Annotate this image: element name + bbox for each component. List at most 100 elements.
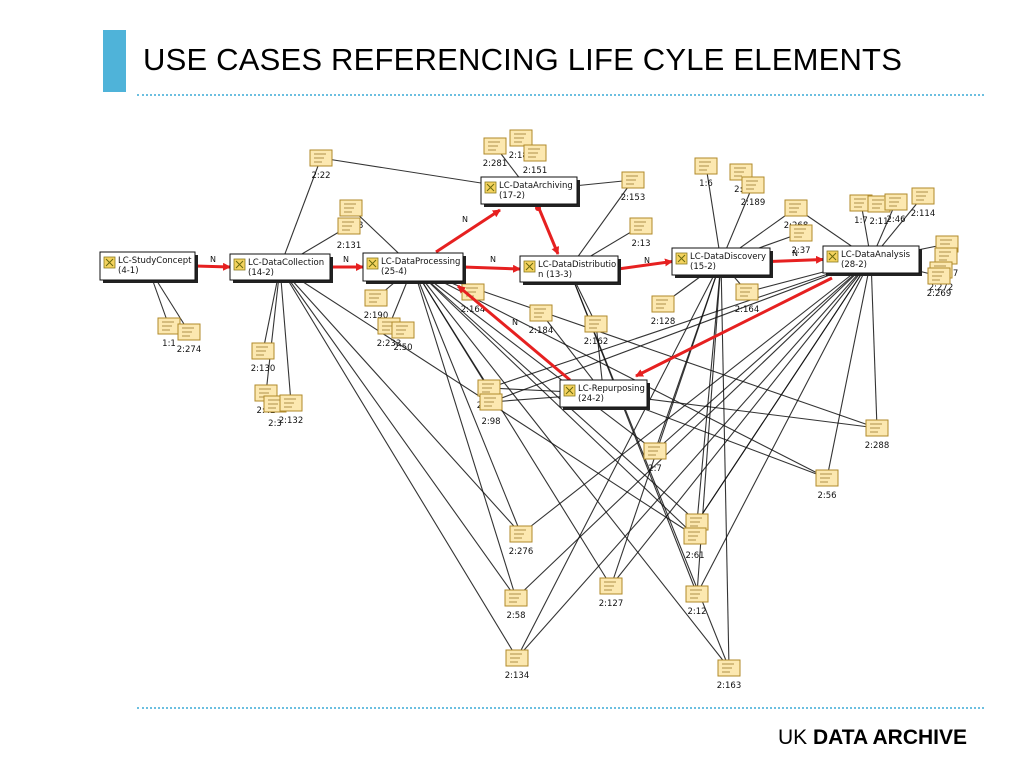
quotation-label: 1:7 bbox=[854, 216, 868, 226]
quotation-label: 2:22 bbox=[311, 171, 330, 181]
node-box bbox=[99, 251, 196, 281]
relation-line bbox=[696, 261, 722, 523]
quotation-node[interactable]: 2:58 bbox=[504, 589, 528, 621]
quotation-node[interactable]: 2:98 bbox=[479, 393, 503, 427]
quotation-label: 2:272 bbox=[929, 283, 954, 293]
relation-line bbox=[412, 266, 878, 429]
quotation-label: 2:98 bbox=[481, 417, 500, 427]
quotation-node[interactable]: 1:7 bbox=[849, 194, 873, 226]
quotation-label: 2:163 bbox=[717, 681, 742, 691]
lifecycle-flow-arrow bbox=[769, 255, 824, 264]
quotation-node[interactable]: 2:185 bbox=[509, 129, 534, 161]
quotation-node[interactable]: 2:276 bbox=[509, 525, 534, 557]
relation-line bbox=[412, 266, 517, 599]
slide-title: USE CASES REFERENCING LIFE CYLE ELEMENTS bbox=[143, 42, 903, 77]
quotation-label: 2:130 bbox=[251, 364, 276, 374]
quotation-label: 2:56 bbox=[817, 491, 836, 501]
quotation-label: 2:12 bbox=[687, 607, 706, 617]
node-count: (17-2) bbox=[499, 191, 525, 201]
quotation-node[interactable]: 2:274 bbox=[177, 323, 202, 355]
quotation-label: 2:233 bbox=[377, 339, 402, 349]
footer-divider bbox=[137, 707, 984, 709]
quotation-node[interactable]: 2:7 bbox=[643, 442, 667, 474]
quotation-node[interactable]: 2:153 bbox=[621, 171, 646, 203]
lifecycle-node-layer: LC-StudyConcept(4-1) LC-DataCollection(14… bbox=[99, 176, 922, 410]
footer-brand: DATA ARCHIVE bbox=[813, 726, 967, 749]
quotation-node[interactable]: 2:114 bbox=[911, 187, 936, 219]
flow-label: N bbox=[490, 255, 496, 264]
quotation-node[interactable]: 2:163 bbox=[717, 659, 742, 691]
footer-logo: UK DATA ARCHIVE bbox=[778, 726, 967, 750]
quotation-node[interactable]: 2:189 bbox=[741, 176, 766, 208]
quotation-node[interactable]: 2:13 bbox=[629, 217, 653, 249]
lifecycle-node-repurposing[interactable]: LC-Repurposing(24-2) bbox=[559, 379, 650, 410]
quotation-node[interactable]: 2:128 bbox=[651, 295, 676, 327]
quotation-label: 2:3 bbox=[268, 419, 282, 429]
quotation-node[interactable]: 2:269 bbox=[927, 267, 952, 299]
quotation-label: 2:114 bbox=[911, 209, 936, 219]
quotation-label: 2:288 bbox=[865, 441, 890, 451]
quotation-node[interactable]: 2:184 bbox=[529, 304, 554, 336]
node-count: (14-2) bbox=[248, 268, 274, 278]
relation-line bbox=[279, 266, 518, 659]
relation-line bbox=[720, 261, 730, 669]
quotation-label: 2:50 bbox=[393, 343, 412, 353]
quotation-label: 2:184 bbox=[529, 326, 554, 336]
relation-line bbox=[412, 266, 612, 587]
lifecycle-node-archiving[interactable]: LC-DataArchiving(17-2) bbox=[480, 176, 580, 207]
quotation-label: 2:274 bbox=[177, 345, 202, 355]
relation-line bbox=[279, 266, 292, 404]
quotation-node[interactable]: 2:131 bbox=[337, 217, 362, 251]
relation-line bbox=[412, 266, 730, 669]
quotation-label: 2:58 bbox=[506, 611, 525, 621]
lifecycle-node-study[interactable]: LC-StudyConcept(4-1) bbox=[99, 251, 198, 283]
relation-line bbox=[412, 266, 696, 537]
quotation-node[interactable]: 1:6 bbox=[694, 157, 718, 189]
quotation-node[interactable]: 2:164 bbox=[735, 283, 760, 315]
quotation-node[interactable]: 2:46 bbox=[884, 193, 908, 225]
relation-line bbox=[654, 261, 722, 452]
node-box bbox=[362, 252, 464, 282]
quotation-node[interactable]: 2:127 bbox=[599, 577, 624, 609]
quotation-node[interactable]: 2:56 bbox=[815, 469, 839, 501]
quotation-node[interactable]: 2:281 bbox=[483, 137, 508, 169]
quotation-node[interactable]: 2:130 bbox=[251, 342, 276, 374]
lifecycle-node-analysis[interactable]: LC-DataAnalysis(28-2) bbox=[822, 245, 922, 276]
quotation-node[interactable]: 2:37 bbox=[789, 224, 813, 256]
quotation-label: 2:162 bbox=[584, 337, 609, 347]
quotation-node[interactable]: 2:151 bbox=[523, 144, 548, 176]
quotation-node[interactable]: 2:162 bbox=[584, 315, 609, 347]
quotation-node[interactable]: 2:190 bbox=[364, 289, 389, 321]
quotation-node[interactable]: 2:61 bbox=[683, 527, 707, 561]
lifecycle-flow-arrow bbox=[536, 205, 560, 255]
quotation-node[interactable]: 2:5 bbox=[729, 163, 753, 195]
quotation-label: 2:190 bbox=[364, 311, 389, 321]
code-icon-mark bbox=[525, 262, 534, 271]
relation-line bbox=[412, 266, 828, 479]
node-label: LC-Repurposing bbox=[578, 384, 645, 394]
quotation-label: 2:153 bbox=[621, 193, 646, 203]
quotation-node[interactable]: 2:288 bbox=[865, 419, 890, 451]
quotation-label: 2:61 bbox=[685, 551, 704, 561]
lifecycle-node-discovery[interactable]: LC-DataDiscovery(15-2) bbox=[671, 247, 773, 278]
node-box bbox=[229, 253, 331, 281]
relation-line bbox=[520, 259, 872, 535]
quotation-node[interactable]: 2:50 bbox=[391, 321, 415, 353]
lifecycle-node-collection[interactable]: LC-DataCollection(14-2) bbox=[229, 253, 333, 283]
lifecycle-flow-arrow bbox=[457, 284, 571, 382]
quotation-label: 2:164 bbox=[461, 305, 486, 315]
relation-line bbox=[568, 179, 634, 270]
relation-line bbox=[516, 261, 722, 659]
node-count: (25-4) bbox=[381, 267, 407, 277]
quotation-node[interactable]: 2:22 bbox=[309, 149, 333, 181]
quotation-label: 1:1 bbox=[162, 339, 176, 349]
quotation-node[interactable]: 2:132 bbox=[279, 394, 304, 426]
quotation-node[interactable]: 2:12 bbox=[685, 585, 709, 617]
relation-line bbox=[265, 266, 281, 394]
lifecycle-node-processing[interactable]: LC-DataProcessing(25-4) bbox=[362, 252, 466, 284]
quotation-label: 2:128 bbox=[651, 317, 676, 327]
quotation-node[interactable]: 2:134 bbox=[505, 649, 530, 681]
code-icon-mark bbox=[828, 252, 837, 261]
